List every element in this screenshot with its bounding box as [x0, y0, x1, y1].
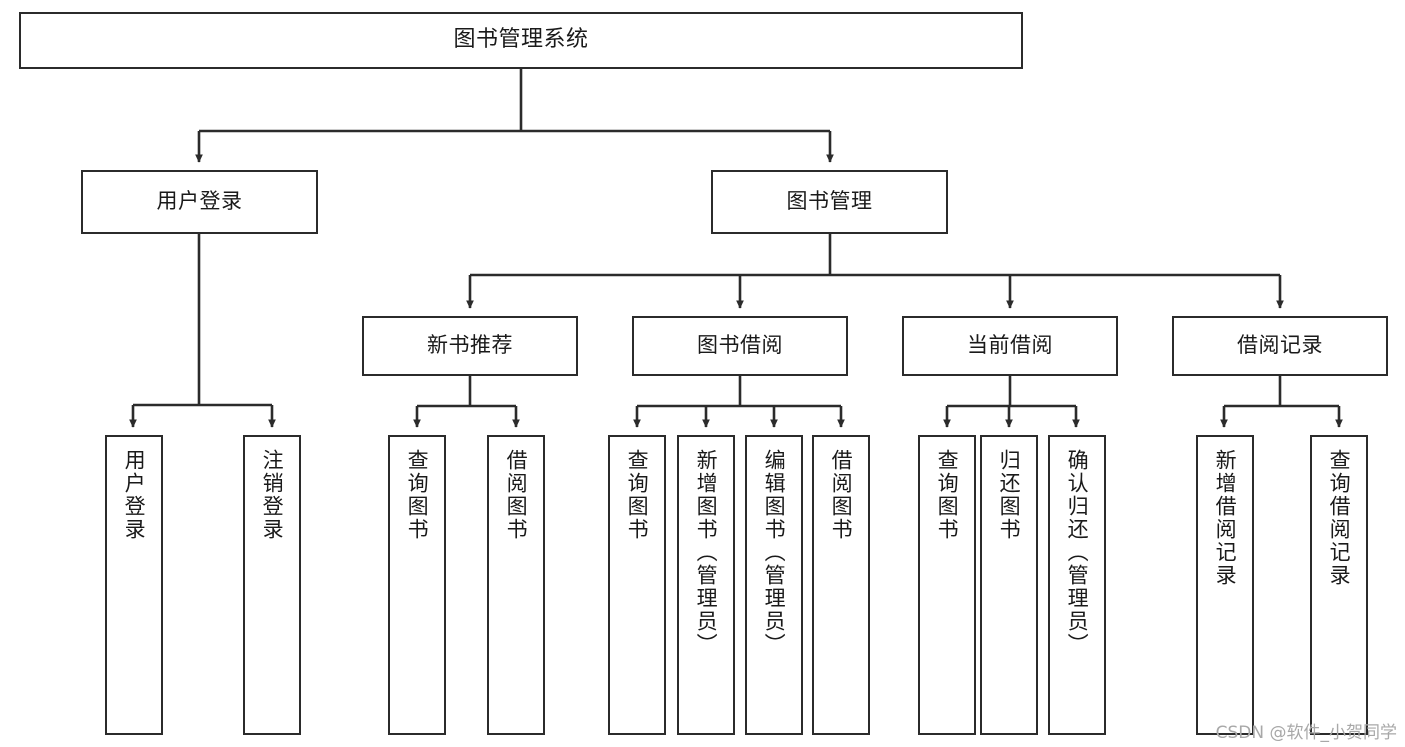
watermark-text: CSDN @软件_小贺同学: [1215, 723, 1397, 743]
node-label: 归还图书: [997, 449, 1022, 541]
leaf-current-borrow-query[interactable]: 查询图书: [918, 435, 976, 735]
node-label: 图书管理: [786, 189, 873, 214]
node-book-borrow[interactable]: 图书借阅: [632, 316, 848, 376]
node-label: 查询图书: [625, 449, 650, 541]
node-label: 确认归还（管理员）: [1065, 449, 1090, 656]
node-book-management[interactable]: 图书管理: [711, 170, 948, 234]
node-label: 注销登录: [260, 449, 285, 541]
node-label: 新书推荐: [427, 333, 513, 358]
leaf-borrow-record-query[interactable]: 查询借阅记录: [1310, 435, 1368, 735]
node-borrow-record[interactable]: 借阅记录: [1172, 316, 1388, 376]
node-root-system[interactable]: 图书管理系统: [19, 12, 1023, 69]
node-label: 借阅图书: [829, 449, 854, 541]
node-label: 借阅图书: [504, 449, 529, 541]
leaf-book-borrow-query[interactable]: 查询图书: [608, 435, 666, 735]
leaf-book-borrow-add[interactable]: 新增图书（管理员）: [677, 435, 735, 735]
leaf-book-borrow-borrow[interactable]: 借阅图书: [812, 435, 870, 735]
node-label: 用户登录: [156, 189, 243, 214]
leaf-current-borrow-return[interactable]: 归还图书: [980, 435, 1038, 735]
leaf-current-borrow-confirm-return[interactable]: 确认归还（管理员）: [1048, 435, 1106, 735]
node-current-borrow[interactable]: 当前借阅: [902, 316, 1118, 376]
node-label: 新增图书（管理员）: [694, 449, 719, 656]
node-label: 查询图书: [935, 449, 960, 541]
node-user-login[interactable]: 用户登录: [81, 170, 318, 234]
node-label: 编辑图书（管理员）: [762, 449, 787, 656]
node-label: 图书借阅: [697, 333, 783, 358]
leaf-new-book-query[interactable]: 查询图书: [388, 435, 446, 735]
node-label: 查询借阅记录: [1327, 449, 1352, 587]
node-label: 借阅记录: [1237, 333, 1323, 358]
leaf-user-login-login[interactable]: 用户登录: [105, 435, 163, 735]
node-label: 查询图书: [405, 449, 430, 541]
node-label: 图书管理系统: [453, 27, 589, 53]
leaf-new-book-borrow[interactable]: 借阅图书: [487, 435, 545, 735]
node-label: 用户登录: [122, 449, 147, 541]
node-new-book-recommendation[interactable]: 新书推荐: [362, 316, 578, 376]
leaf-user-login-logout[interactable]: 注销登录: [243, 435, 301, 735]
node-label: 新增借阅记录: [1213, 449, 1238, 587]
leaf-borrow-record-add[interactable]: 新增借阅记录: [1196, 435, 1254, 735]
node-label: 当前借阅: [967, 333, 1053, 358]
leaf-book-borrow-edit[interactable]: 编辑图书（管理员）: [745, 435, 803, 735]
